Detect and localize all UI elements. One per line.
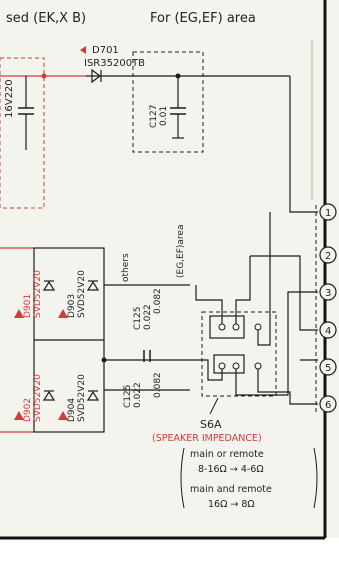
- switch-dashed-frame: [201, 311, 277, 397]
- c127-ref: C127: [149, 105, 159, 128]
- d701-part: ISR35200TB: [84, 58, 145, 69]
- d904-part: SVD52V20: [77, 374, 87, 422]
- speaker-impedance-switch: S6A (SPEAKER IMPEDANCE) main or remote 8…: [152, 212, 318, 510]
- header-left-note: sed (EK,X B): [6, 11, 86, 26]
- c125-top-alt: 0.082: [153, 288, 163, 314]
- terminal-strip: 1 2 3 4 5 6: [315, 203, 337, 413]
- junction-dot: [41, 73, 47, 79]
- d903-part: SVD52V20: [77, 270, 87, 318]
- d701-group: D701 ISR35200TB: [0, 45, 290, 84]
- terminal-4: 4: [319, 321, 337, 339]
- terminal-2-label: 2: [325, 251, 331, 262]
- header-right-note: For (EG,EF) area: [150, 11, 256, 26]
- area-label: (EG,EF)area: [176, 225, 186, 278]
- c125-bottom-value: 0.022: [133, 382, 143, 408]
- d701-ref: D701: [92, 45, 119, 56]
- d902-symbol: [42, 390, 56, 401]
- c125-bottom-alt: 0.082: [153, 372, 163, 398]
- c125-top-ref: C125: [133, 307, 143, 330]
- switch-leader-line: [209, 397, 219, 415]
- left-capacitor: 16V220: [4, 76, 34, 150]
- d903-ref: D903: [67, 294, 77, 318]
- terminal-5-label: 5: [325, 363, 331, 374]
- c125-top-value: 0.022: [143, 304, 153, 330]
- switch-title: (SPEAKER IMPEDANCE): [152, 433, 262, 444]
- d901-part: SVD52V20: [33, 270, 43, 318]
- c127-capacitor: C127 0.01: [149, 76, 186, 139]
- eg-ef-dashed-box: [132, 51, 204, 153]
- warning-triangle-d903: [58, 309, 68, 318]
- d902-part: SVD52V20: [33, 374, 43, 422]
- others-label: others: [121, 253, 131, 282]
- terminal-6: 6: [319, 395, 337, 413]
- terminal-2: 2: [319, 246, 337, 264]
- terminal-3-label: 3: [325, 288, 331, 299]
- terminal-4-label: 4: [325, 326, 331, 337]
- warning-triangle-d902: [14, 411, 24, 420]
- c127-value: 0.01: [159, 106, 169, 126]
- warning-triangle-d904: [58, 411, 68, 420]
- left-dashed-box: [0, 57, 45, 209]
- switch-ref: S6A: [200, 418, 222, 431]
- d901-symbol: [42, 280, 56, 291]
- terminal-3: 3: [319, 283, 337, 301]
- d701-diode-symbol: [91, 68, 101, 84]
- junction-dot: [101, 357, 107, 363]
- terminal-1: 1: [319, 203, 337, 221]
- bus-to-terminal-1: [289, 76, 318, 213]
- c125-group: others (EG,EF)area C125 0.022 0.082 C125…: [101, 225, 200, 408]
- d902-ref: D902: [23, 398, 33, 422]
- left-cap-value: 16V220: [4, 79, 15, 118]
- switch-line-1: main or remote: [190, 449, 264, 460]
- diode-bridge: D901 SVD52V20 D903 SVD52V20 D902 SVD52V2…: [0, 247, 105, 433]
- terminal-5: 5: [319, 358, 337, 376]
- warning-triangle-d701: [80, 46, 86, 54]
- terminal-1-label: 1: [325, 208, 331, 219]
- switch-line-2: 8-16Ω → 4-6Ω: [198, 464, 264, 475]
- switch-line-3: main and remote: [190, 484, 272, 495]
- d904-ref: D904: [67, 398, 77, 422]
- d903-symbol: [86, 280, 100, 291]
- c125-bottom-ref: C125: [123, 385, 133, 408]
- terminal-6-label: 6: [325, 400, 331, 411]
- warning-triangle-d901: [14, 309, 24, 318]
- d904-symbol: [86, 390, 100, 401]
- d901-ref: D901: [23, 294, 33, 318]
- switch-line-4: 16Ω → 8Ω: [208, 499, 255, 510]
- bottom-margin: [0, 538, 339, 581]
